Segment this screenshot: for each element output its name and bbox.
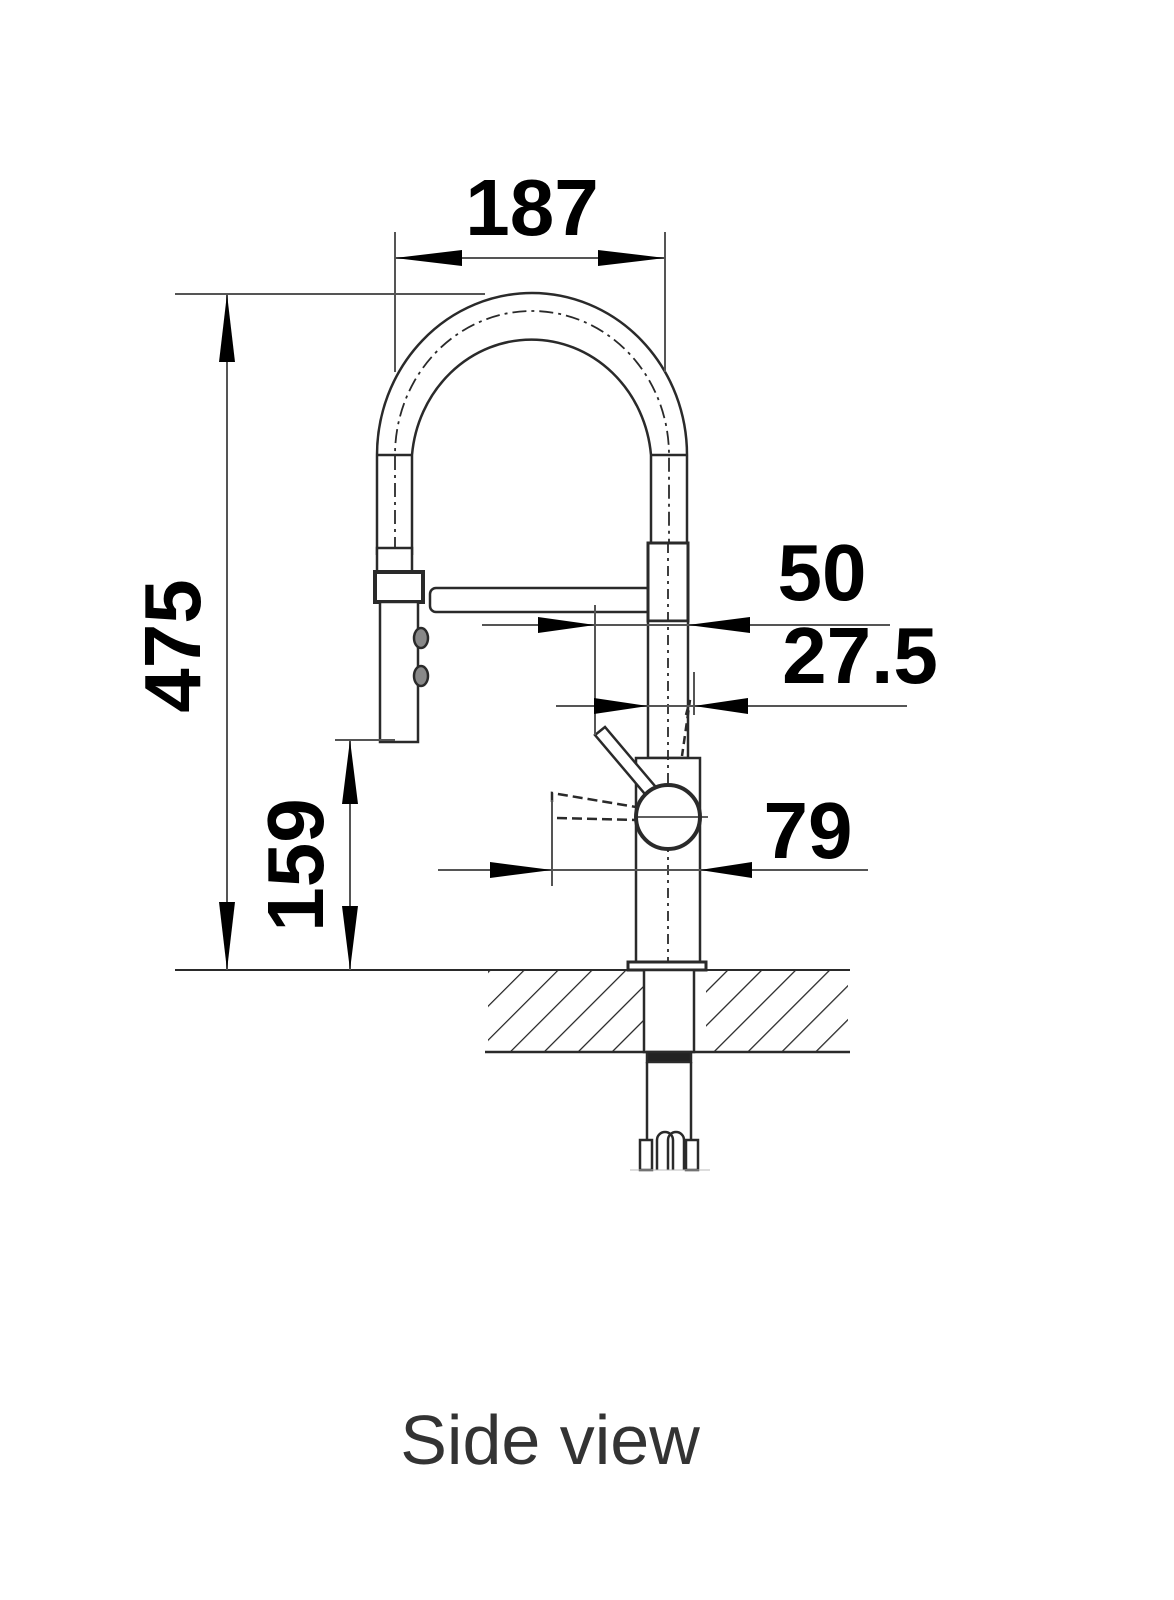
dimension-label-body-diameter: 27.5	[782, 611, 938, 700]
dimension-spray-head-clearance	[335, 739, 395, 970]
dimension-label-lever-offset: 50	[778, 528, 867, 617]
spray-head	[373, 546, 430, 744]
dimension-lever-offset	[482, 605, 890, 735]
dimension-body-diameter	[556, 672, 907, 715]
mounting-shank	[630, 1050, 710, 1172]
spout-gooseneck	[375, 291, 689, 740]
spout-bar	[428, 586, 654, 614]
dimension-label-spout-reach: 187	[465, 163, 598, 252]
countertop-section	[175, 960, 850, 1054]
dimension-spout-reach	[394, 232, 666, 372]
drawing-caption: Side view	[400, 1401, 700, 1479]
dimension-label-total-height: 475	[128, 579, 217, 712]
lever-handle	[550, 699, 708, 851]
dimension-total-height	[175, 293, 485, 970]
dimension-label-handle-depth: 79	[764, 786, 853, 875]
dimension-handle-depth	[438, 800, 868, 886]
dimension-label-spray-head-clearance: 159	[251, 798, 340, 931]
